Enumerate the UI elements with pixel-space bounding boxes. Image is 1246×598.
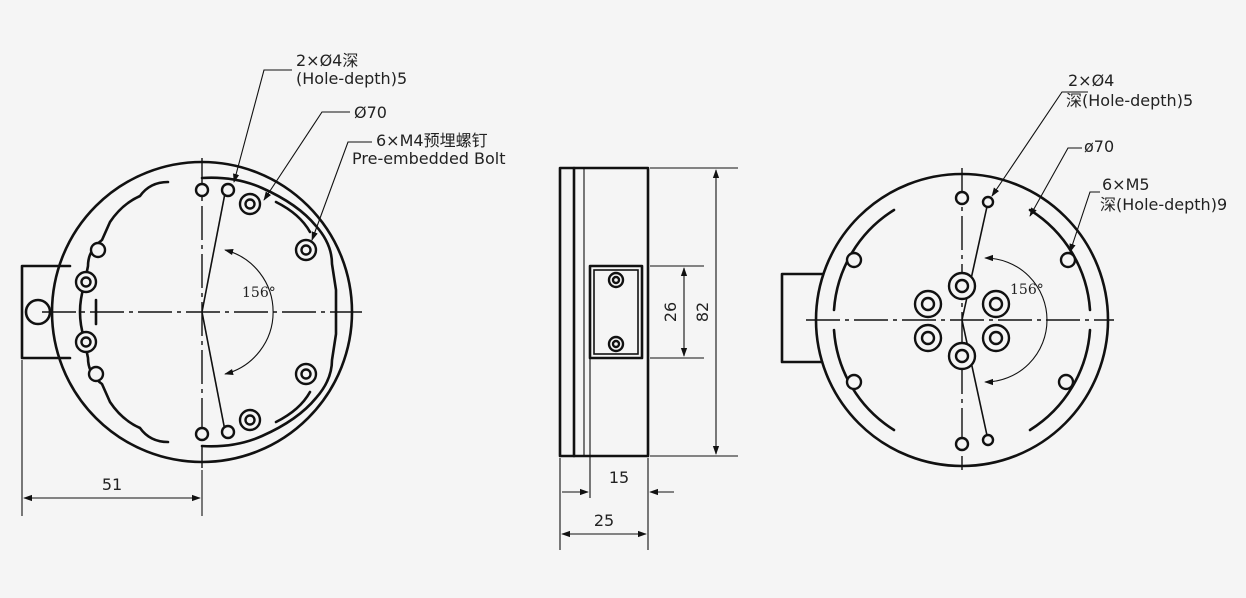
side-dim-window: 26 — [661, 302, 680, 322]
back-label-holes-2: 深(Hole-depth)5 — [1066, 91, 1193, 110]
front-pin-hole-bottom — [220, 424, 236, 440]
back-view: 2×Ø4 深(Hole-depth)5 ø70 6×M5 深(Hole-dept… — [780, 71, 1227, 470]
front-angle-line-top — [201, 187, 227, 313]
back-hole-top — [954, 190, 970, 206]
back-label-holes-1: 2×Ø4 — [1068, 71, 1114, 90]
back-connector-box — [780, 272, 824, 364]
side-dim-height: 82 — [693, 302, 712, 322]
side-window-inner — [593, 269, 639, 355]
back-inner-arc-3 — [832, 328, 896, 432]
back-hole-bottom — [954, 436, 970, 452]
front-label-holes-2: (Hole-depth)5 — [296, 69, 407, 88]
front-angle-label: 156° — [242, 285, 276, 301]
back-pin-hole-top — [981, 195, 995, 209]
front-inner-channel-left — [78, 180, 170, 444]
front-leader-bolts — [311, 141, 372, 241]
back-label-threads-1: 6×M5 — [1102, 175, 1150, 194]
back-angle-line-top — [961, 201, 989, 321]
front-hole-upper-left — [89, 241, 107, 259]
side-dim-width: 25 — [594, 511, 614, 530]
back-label-diameter: ø70 — [1084, 137, 1114, 156]
front-leader-diameter — [263, 111, 350, 201]
side-dim-inner: 15 — [609, 468, 629, 487]
back-thread-holes — [845, 251, 1077, 391]
front-view: 2×Ø4深 (Hole-depth)5 Ø70 6×M4预埋螺钉 Pre-emb… — [20, 51, 506, 516]
back-leader-threads — [1069, 191, 1100, 253]
back-angle-label: 156° — [1010, 282, 1044, 298]
front-label-bolts-1: 6×M4预埋螺钉 — [376, 131, 488, 150]
front-label-diameter: Ø70 — [354, 103, 387, 122]
front-inner-arc-top — [274, 200, 312, 234]
front-angle-arc — [224, 248, 274, 376]
back-label-threads-2: 深(Hole-depth)9 — [1100, 195, 1227, 214]
front-angle-line-bottom — [201, 311, 227, 437]
front-connector-box — [20, 264, 72, 360]
front-label-holes-1: 2×Ø4深 — [296, 51, 358, 70]
front-pin-hole-top — [220, 182, 236, 198]
front-leader-holes — [233, 69, 292, 183]
back-center-bolts — [913, 271, 1011, 371]
back-leader-diameter — [1029, 147, 1082, 217]
front-inner-arc-bottom — [274, 390, 312, 424]
front-bolts — [74, 192, 318, 432]
side-window-outer — [588, 264, 644, 360]
front-hole-top — [194, 182, 210, 198]
back-pin-hole-bottom — [981, 433, 995, 447]
back-inner-arc-4 — [832, 208, 896, 312]
back-leader-holes — [991, 91, 1088, 197]
back-angle-line-bottom — [961, 319, 989, 441]
front-label-bolts-2: Pre-embedded Bolt — [352, 149, 506, 168]
back-angle-arc — [984, 254, 1048, 386]
side-view: 82 26 15 25 — [558, 166, 738, 550]
front-hole-bottom — [194, 426, 210, 442]
front-dim-offset: 51 — [102, 475, 122, 494]
side-body — [558, 166, 650, 458]
front-hole-lower-left — [87, 365, 105, 383]
